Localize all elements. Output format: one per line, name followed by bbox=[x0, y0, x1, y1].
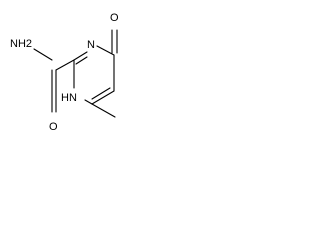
bond-amide-c-n bbox=[33, 48, 53, 61]
atom-label-nh2: NH2 bbox=[10, 38, 32, 50]
bond-c6-methyl bbox=[91, 103, 116, 118]
atom-label-oxo-o: O bbox=[110, 12, 119, 24]
bond-c2-amide-c bbox=[55, 59, 75, 71]
chemical-structure: NH2 N O O HN bbox=[10, 12, 119, 133]
atom-label-amide-o: O bbox=[49, 121, 58, 133]
atom-label-ring-nh: HN bbox=[61, 92, 77, 104]
bond-c6-n1 bbox=[84, 99, 93, 105]
bond-c2-n3 bbox=[73, 51, 88, 61]
bond-c2-n3-double bbox=[75, 56, 88, 65]
atom-label-ring-n: N bbox=[87, 39, 95, 51]
bond-c5-c6-double bbox=[91, 87, 111, 100]
bond-n3-c4 bbox=[96, 45, 115, 56]
bond-c5-c6 bbox=[91, 90, 115, 105]
